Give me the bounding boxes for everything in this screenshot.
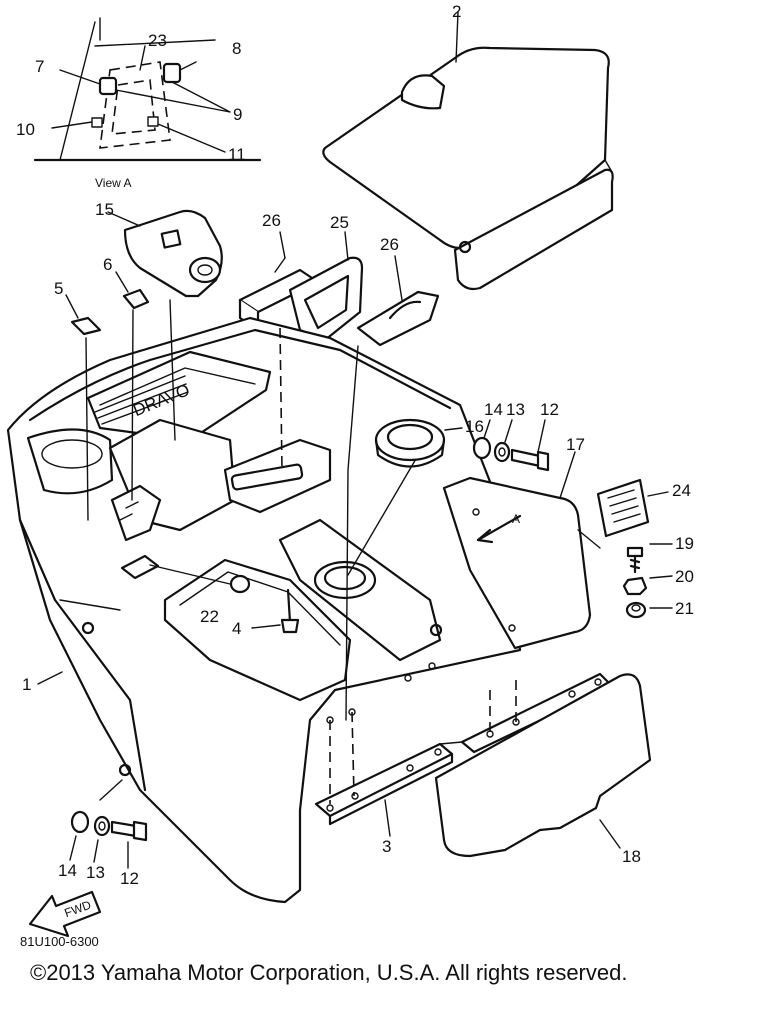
forward-arrow-icon: FWD: [28, 890, 102, 938]
parts-19-20-21: 19 20 21: [622, 534, 694, 619]
view-a-label: View A: [95, 176, 131, 190]
part-8-clip: [162, 62, 182, 84]
callout-19: 19: [675, 534, 694, 553]
callout-12-left: 12: [120, 869, 139, 888]
parts-25-26-inserts: 26 25 26: [238, 211, 440, 347]
callout-1: 1: [22, 675, 31, 694]
callout-4: 4: [232, 619, 241, 638]
callout-14-left: 14: [58, 861, 77, 880]
part-7-clip: [98, 76, 118, 96]
view-a-arrow-label: A: [512, 512, 520, 526]
callout-12-right: 12: [540, 400, 559, 419]
callout-13-right: 13: [506, 400, 525, 419]
part-2-lid: 2: [322, 2, 614, 291]
callout-2: 2: [452, 2, 461, 21]
part-10-clip: [91, 117, 103, 128]
part-17-side-panel: 17 A: [442, 435, 601, 650]
callout-3: 3: [382, 837, 391, 856]
callout-18: 18: [622, 847, 641, 866]
diagram-code: 81U100-6300: [20, 934, 99, 949]
callout-5: 5: [54, 279, 63, 298]
callout-15: 15: [95, 200, 114, 219]
callout-6: 6: [103, 255, 112, 274]
callout-10: 10: [16, 120, 35, 139]
callout-26-right: 26: [380, 235, 399, 254]
callout-9: 9: [233, 105, 242, 124]
part-24-label: 24: [596, 478, 691, 538]
callout-23: 23: [148, 31, 167, 50]
fasteners-right: 14 13 12: [472, 400, 559, 472]
callout-14-right: 14: [484, 400, 503, 419]
parts-5-6-clips: 5 6: [54, 255, 150, 336]
part-11-clip: [147, 116, 159, 127]
callout-7: 7: [35, 57, 44, 76]
part-15-console-piece: 15: [95, 200, 223, 298]
callout-25: 25: [330, 213, 349, 232]
part-16-grommet: 16: [374, 417, 484, 468]
part-4-pin: 4: [232, 588, 300, 638]
copyright-notice: ©2013 Yamaha Motor Corporation, U.S.A. A…: [30, 960, 628, 985]
callout-21: 21: [675, 599, 694, 618]
callout-24: 24: [672, 481, 691, 500]
view-a-inset: 7 23 8 9 10 11 View A: [16, 17, 262, 190]
callout-26-left: 26: [262, 211, 281, 230]
callout-22: 22: [200, 607, 219, 626]
callout-16: 16: [465, 417, 484, 436]
fasteners-lower-left: 14 13 12: [58, 779, 148, 888]
callout-17: 17: [566, 435, 585, 454]
callout-11: 11: [228, 145, 246, 164]
callout-13-left: 13: [86, 863, 105, 882]
callout-8: 8: [232, 39, 241, 58]
part-18-lower-panel: 18: [434, 673, 652, 866]
part-3-bracket: 3: [314, 672, 614, 856]
callout-20: 20: [675, 567, 694, 586]
